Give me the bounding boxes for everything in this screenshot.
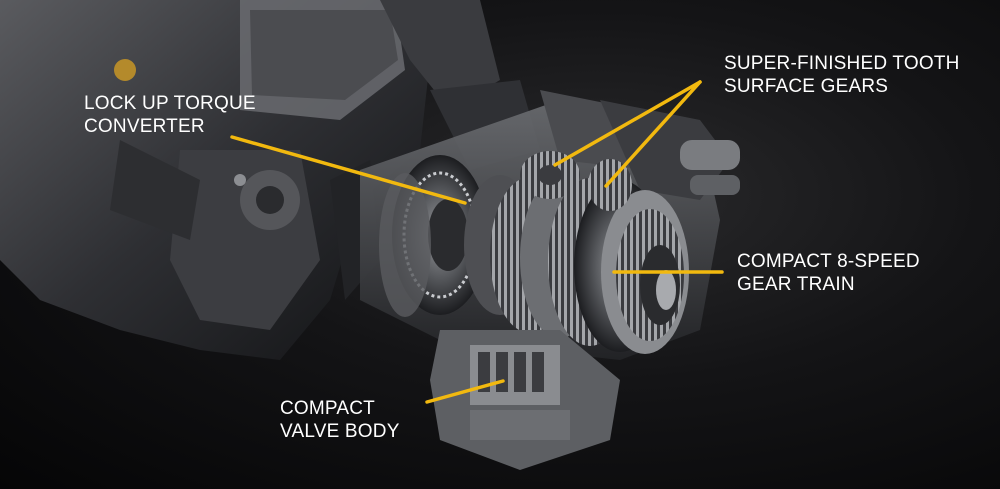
leader-line-torque-converter [230,135,467,205]
engine-block [0,0,540,360]
callout-gear-train: COMPACT 8-SPEED GEAR TRAIN [737,250,920,296]
callout-tooth-gears: SUPER-FINISHED TOOTH SURFACE GEARS [724,52,960,98]
leader-line-tooth-gears-b [604,80,702,188]
torque-converter [379,155,488,317]
callout-gear-train-line1: COMPACT 8-SPEED [737,251,920,272]
leader-line-valve-body [425,379,505,404]
gear-train [464,175,689,354]
callout-torque-converter-line1: LOCK UP TORQUE [84,93,256,114]
callout-torque-converter: LOCK UP TORQUE CONVERTER [84,92,256,138]
callout-valve-body-line2: VALVE BODY [280,421,400,442]
callout-valve-body: COMPACT VALVE BODY [280,397,400,443]
leader-lines [230,80,724,404]
callout-torque-converter-line2: CONVERTER [84,116,205,137]
callout-tooth-gears-line1: SUPER-FINISHED TOOTH [724,53,960,74]
callout-gear-train-line2: GEAR TRAIN [737,274,855,295]
callout-valve-body-line1: COMPACT [280,398,375,419]
leader-line-tooth-gears-a [553,80,702,167]
valve-body [430,330,620,470]
callout-tooth-gears-line2: SURFACE GEARS [724,76,889,97]
